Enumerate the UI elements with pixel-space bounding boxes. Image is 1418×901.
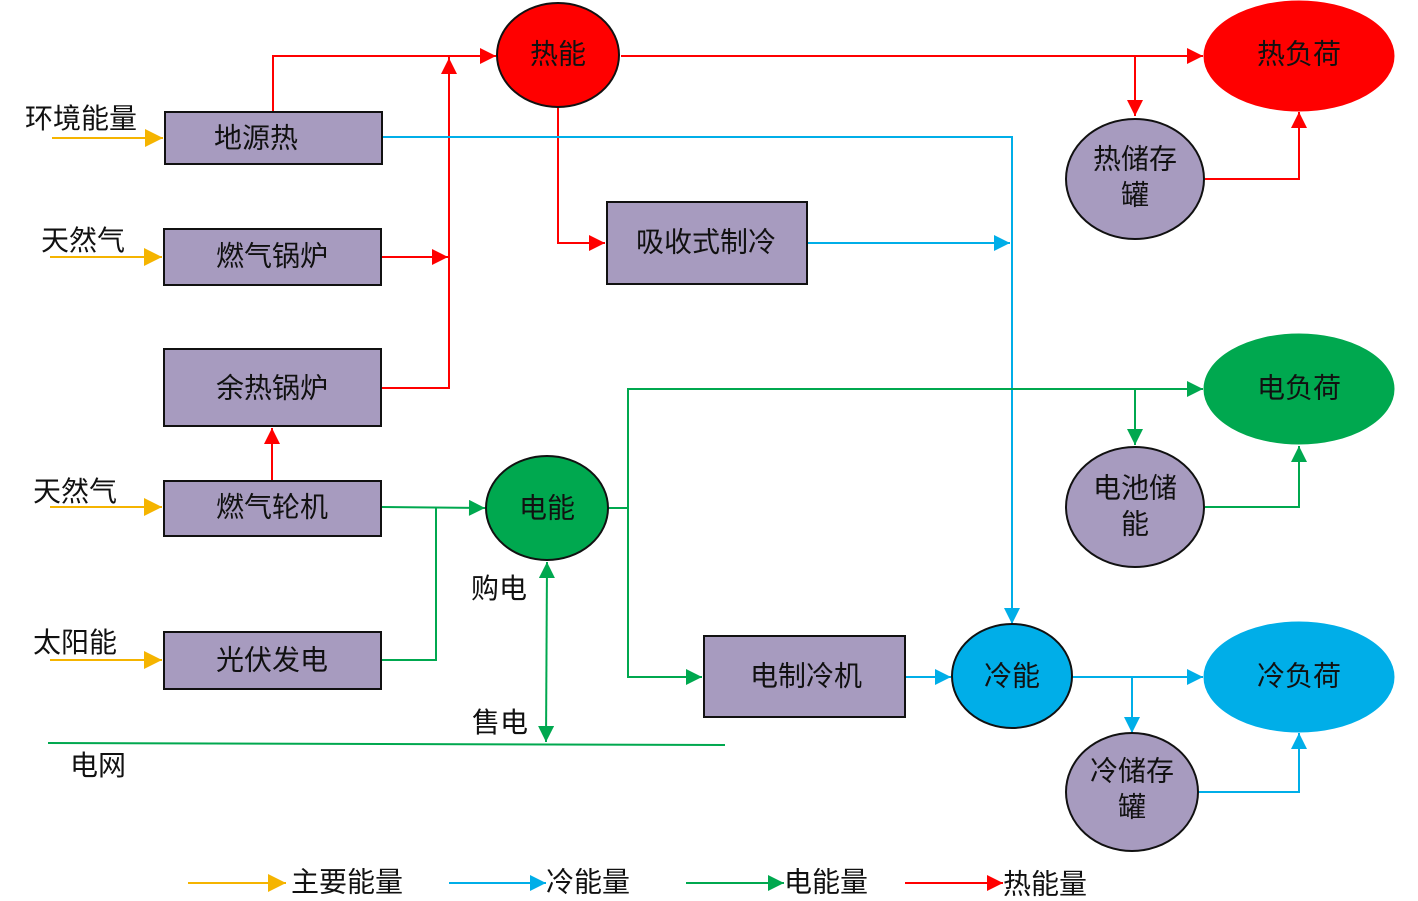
legend-item-electric: 电能量 (686, 866, 868, 899)
load-label: 热负荷 (1257, 38, 1341, 71)
electric-energy-edges (47, 381, 1307, 746)
edge-grid-buy-sell (538, 561, 555, 743)
edge-heat-storage-to-heat-load (1205, 112, 1307, 180)
load-heat: 热负荷 (1203, 0, 1395, 112)
hub-label: 电能 (519, 492, 575, 525)
hub-electric-energy: 电能 (485, 455, 609, 561)
edge-waste-boiler-to-heat (382, 56, 450, 389)
input-natural-gas-label-2: 天然气 (33, 475, 117, 508)
edge-ground-source-to-cold (382, 136, 1020, 624)
storage-label-line2: 罐 (1121, 179, 1149, 212)
input-solar-label: 太阳能 (33, 626, 117, 659)
load-label: 冷负荷 (1257, 660, 1341, 693)
edge-heat-to-absorption (557, 106, 605, 251)
storage-cold-tank: 冷储存 罐 (1065, 732, 1199, 852)
storage-label-line2: 罐 (1118, 791, 1146, 824)
edge-pv-to-electric (382, 508, 437, 661)
buy-electricity-label: 购电 (471, 572, 527, 605)
equipment-gas-boiler: 燃气锅炉 (163, 228, 382, 286)
legend-label: 电能量 (784, 866, 868, 899)
input-natural-gas-label-1: 天然气 (41, 224, 125, 257)
equipment-absorption-chiller: 吸收式制冷 (606, 201, 808, 285)
edge-turbine-to-electric (381, 499, 486, 516)
primary-energy-edges (50, 129, 163, 669)
edge-electric-to-electric-load (608, 381, 1203, 509)
legend-item-cold: 冷能量 (449, 866, 630, 899)
storage-battery: 电池储 能 (1065, 446, 1205, 568)
load-electric: 电负荷 (1203, 333, 1395, 445)
equipment-waste-heat-boiler: 余热锅炉 (163, 348, 382, 427)
hub-label: 热能 (530, 38, 586, 71)
cold-energy-edges (382, 136, 1307, 793)
heat-energy-edges (264, 48, 1307, 480)
hub-heat-energy: 热能 (496, 2, 620, 108)
load-label: 电负荷 (1257, 372, 1341, 405)
edge-ground-source-to-heat (272, 48, 496, 112)
equipment-electric-chiller: 电制冷机 (703, 635, 906, 718)
legend-item-primary: 主要能量 (188, 866, 403, 899)
equipment-label: 余热锅炉 (216, 372, 328, 405)
edge-electric-to-electric-chiller (627, 508, 702, 685)
hub-cold-energy: 冷能 (951, 623, 1073, 729)
equipment-ground-source-heat: 地源热 (164, 111, 383, 165)
load-cold: 冷负荷 (1203, 621, 1395, 733)
storage-label-line1: 电池储 (1093, 472, 1177, 505)
legend-item-heat: 热能量 (905, 868, 1087, 901)
equipment-gas-turbine: 燃气轮机 (163, 480, 382, 537)
legend-label: 热能量 (1003, 868, 1087, 901)
legend-label: 冷能量 (546, 866, 630, 899)
storage-label-line2: 能 (1121, 508, 1149, 541)
equipment-label: 燃气轮机 (216, 491, 328, 524)
equipment-label: 光伏发电 (216, 644, 328, 677)
equipment-label: 吸收式制冷 (636, 226, 776, 259)
equipment-pv: 光伏发电 (163, 631, 382, 690)
equipment-label: 电制冷机 (750, 660, 862, 693)
storage-heat-tank: 热储存 罐 (1065, 118, 1205, 240)
hub-label: 冷能 (984, 660, 1040, 693)
sell-electricity-label: 售电 (472, 706, 528, 739)
equipment-label: 燃气锅炉 (216, 240, 328, 273)
input-env-energy-label: 环境能量 (25, 102, 137, 135)
power-grid-label: 电网 (70, 749, 126, 782)
edge-cold-storage-to-cold-load (1198, 733, 1307, 793)
equipment-label: 地源热 (214, 122, 298, 155)
legend-label: 主要能量 (291, 866, 403, 899)
legend: 主要能量 冷能量 电能量 热能量 (188, 866, 1087, 901)
storage-label-line1: 冷储存 (1090, 755, 1174, 788)
edge-battery-to-electric-load (1205, 446, 1307, 508)
storage-label-line1: 热储存 (1093, 143, 1177, 176)
power-grid-line (47, 742, 726, 746)
